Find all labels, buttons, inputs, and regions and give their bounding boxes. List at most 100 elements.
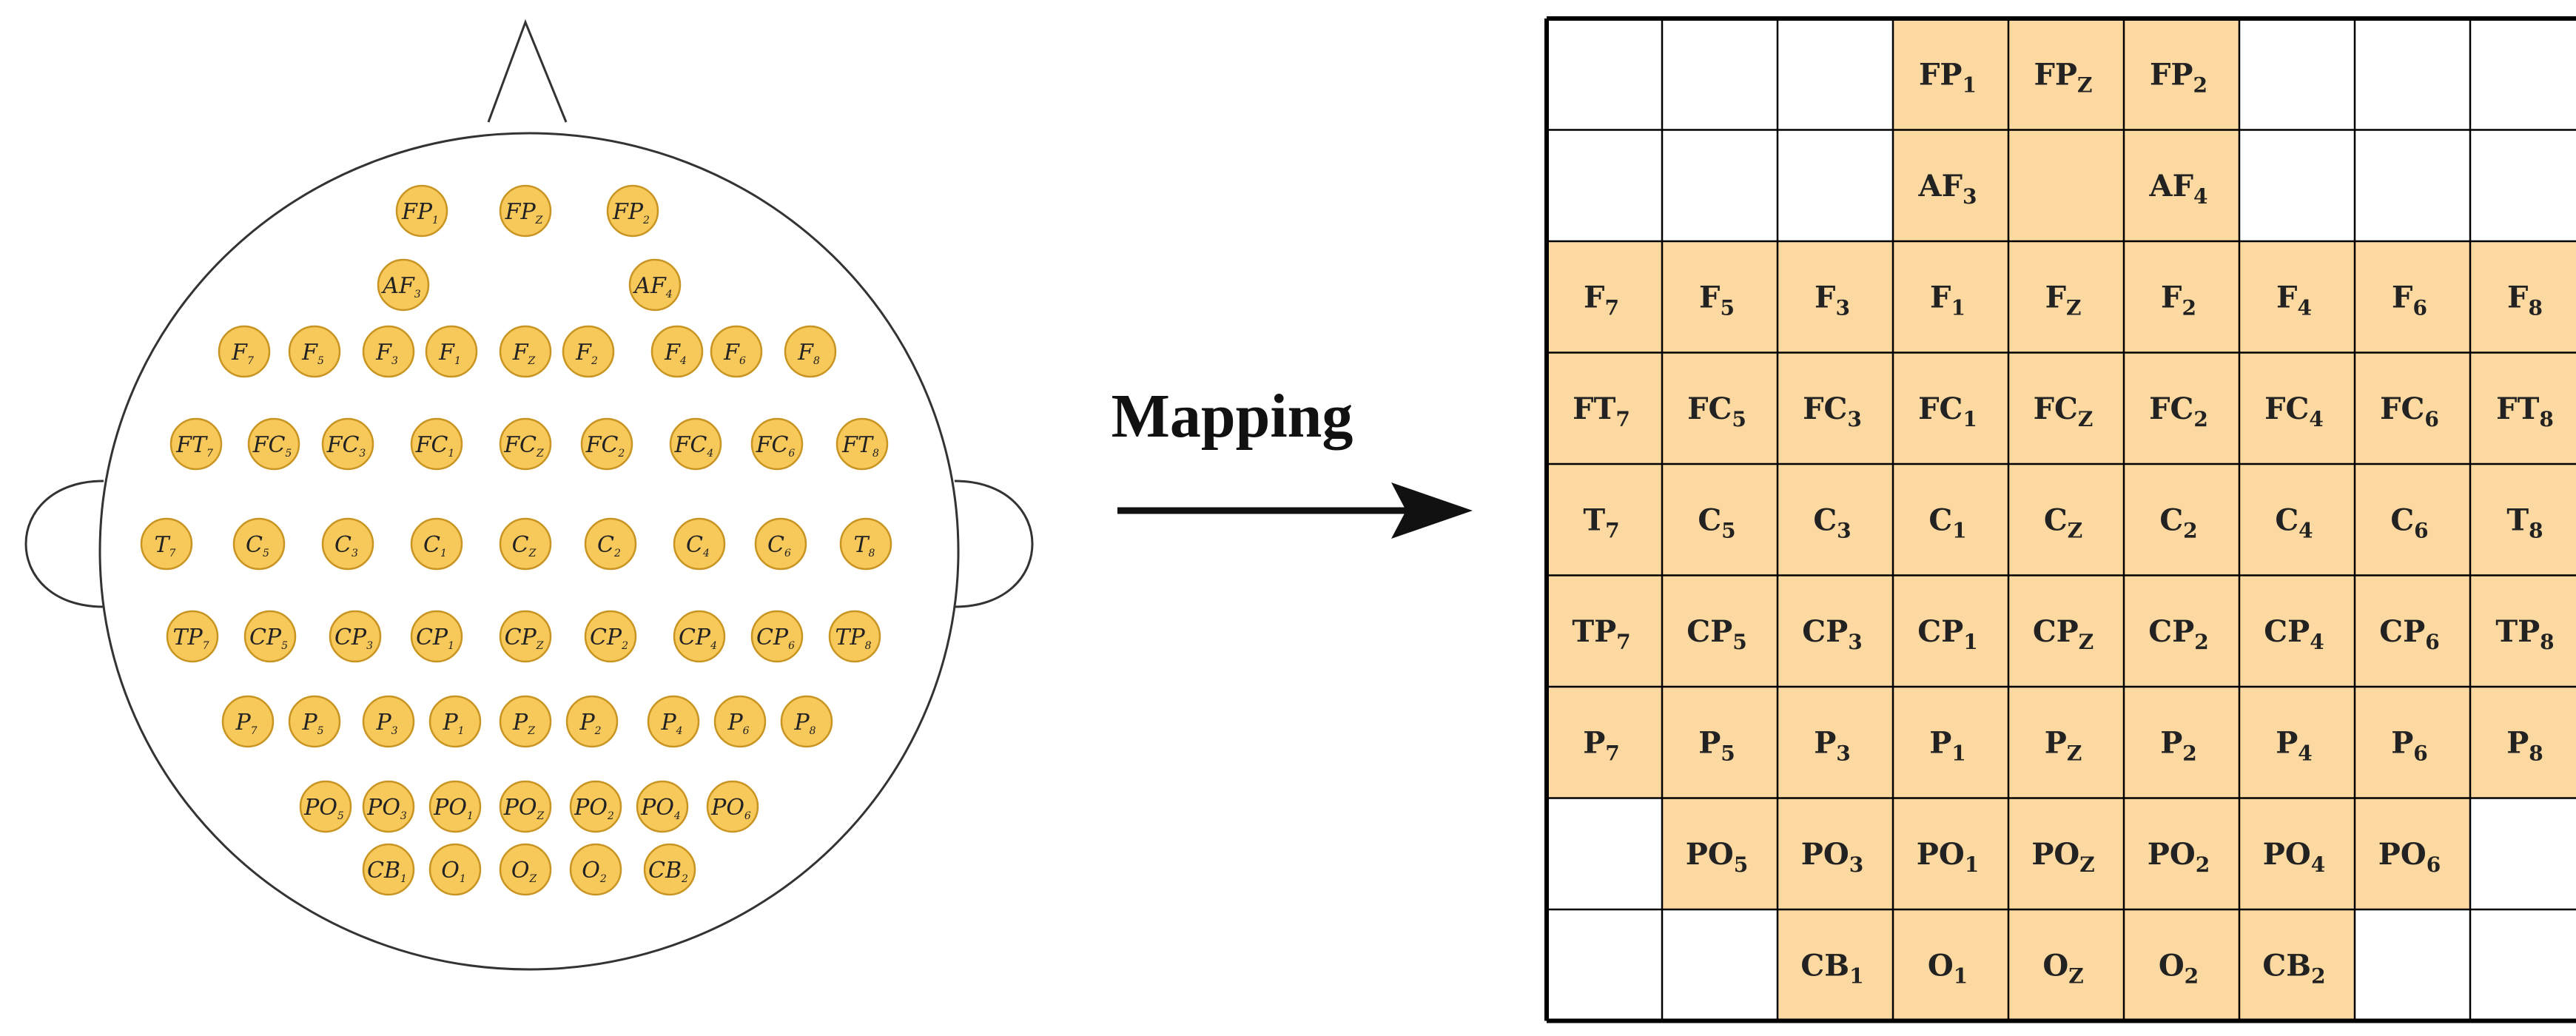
- grid-cell-fill: [1893, 909, 2008, 1021]
- grid-cell-label: T8: [2506, 502, 2543, 542]
- electrode: T8: [839, 517, 892, 571]
- grid-label-sub: 3: [1837, 518, 1851, 542]
- electrode-label-base: T: [155, 532, 171, 558]
- electrode-label-sub: Z: [527, 725, 535, 737]
- grid-label-sub: 8: [2529, 741, 2543, 765]
- electrode-label-base: C: [423, 532, 440, 558]
- electrode-marker: [580, 417, 633, 471]
- grid-label-base: F: [2161, 280, 2182, 314]
- electrode: PO2: [569, 780, 622, 833]
- electrode-label-base: P: [579, 710, 595, 736]
- electrode-marker: [828, 610, 881, 663]
- electrode-label-sub: Z: [528, 873, 537, 885]
- electrode: PO1: [428, 780, 482, 833]
- grid-label-sub: 2: [2185, 963, 2199, 988]
- grid-label-sub: Z: [2067, 741, 2082, 765]
- electrode-label-sub: 2: [613, 548, 621, 559]
- electrode-label-base: C: [597, 532, 614, 558]
- electrode: FC5: [247, 417, 300, 471]
- grid-label-sub: 8: [2540, 630, 2554, 654]
- grid-label-base: FP: [1919, 57, 1962, 92]
- grid-label-base: C: [1698, 502, 1721, 537]
- electrode-label: F4: [664, 340, 687, 367]
- grid-label-sub: 6: [2424, 407, 2438, 431]
- electrode: C1: [410, 517, 463, 571]
- electrode-label: P6: [727, 710, 749, 737]
- electrode-marker: [232, 517, 286, 571]
- grid-label-base: O: [2042, 948, 2068, 983]
- grid-cell-label: O2: [2159, 948, 2199, 988]
- electrode: P4: [647, 695, 700, 748]
- electrode: C3: [321, 517, 374, 571]
- electrode-marker: [499, 517, 552, 571]
- grid-label-base: TP: [2495, 614, 2540, 649]
- grid-label-base: P: [2391, 725, 2413, 760]
- grid-cell-fill: [2124, 130, 2239, 241]
- electrode-label: FPZ: [505, 199, 543, 226]
- electrode-label: CP6: [756, 625, 795, 652]
- electrode-label-sub: 1: [454, 355, 461, 367]
- grid-cell-fill: [1547, 352, 1662, 464]
- electrode-label-base: FT: [175, 432, 208, 458]
- electrode-label-base: AF: [380, 273, 415, 299]
- electrode-label-sub: 2: [681, 873, 688, 885]
- electrode-label: FP2: [612, 199, 650, 226]
- electrode-marker: [377, 258, 430, 312]
- electrode-label-sub: Z: [528, 355, 536, 367]
- electrode-label-base: C: [767, 532, 784, 558]
- grid-cell-label: FT8: [2496, 391, 2554, 431]
- grid-label-base: P: [1814, 725, 1836, 760]
- electrode-label: P7: [235, 710, 257, 737]
- grid-label-sub: Z: [2078, 407, 2093, 431]
- grid-label-base: O: [2159, 948, 2185, 983]
- electrode: TP8: [828, 610, 881, 663]
- grid-cell-label: T7: [1583, 502, 1619, 542]
- grid-label-sub: 7: [1604, 295, 1618, 320]
- grid-cell-label: C5: [1698, 502, 1735, 542]
- grid-label-base: PO: [1686, 837, 1734, 872]
- electrode-label: CP5: [249, 625, 288, 652]
- grid-cell-label: CP3: [1802, 614, 1862, 654]
- electrode-label-base: F: [301, 340, 318, 366]
- electrode-marker: [673, 517, 726, 571]
- electrode-label-sub: 7: [206, 448, 213, 460]
- grid-cell-fill: [1778, 575, 1893, 687]
- electrode: P2: [565, 695, 619, 748]
- electrode-label: O2: [582, 858, 607, 885]
- grid-label-sub: 2: [2182, 741, 2196, 765]
- grid-label-sub: 3: [1848, 630, 1862, 654]
- electrode-label-sub: 5: [337, 810, 344, 822]
- grid-cell-fill: [1778, 241, 1893, 353]
- grid-cell-label: PO2: [2148, 837, 2210, 877]
- grid-cell-fill: [1893, 798, 2008, 909]
- electrode-label: P4: [660, 710, 682, 737]
- grid-label-sub: 4: [2297, 295, 2311, 320]
- electrode: CZ: [499, 517, 552, 571]
- grid-label-base: C: [1928, 502, 1952, 537]
- electrode-label: P1: [442, 710, 464, 737]
- grid-cell-fill: [1662, 352, 1778, 464]
- electrode: F4: [650, 325, 704, 378]
- electrode: CPZ: [499, 610, 552, 663]
- electrode: C2: [584, 517, 637, 571]
- electrode-label: OZ: [511, 858, 537, 885]
- grid-label-base: PO: [2378, 837, 2427, 872]
- grid-cell-label: TP8: [2495, 614, 2554, 654]
- electrode-marker: [706, 780, 759, 833]
- electrode-label: FT7: [175, 432, 213, 460]
- electrode-marker: [410, 610, 463, 663]
- electrode-label: P8: [793, 710, 815, 737]
- grid-label-sub: 2: [2311, 963, 2325, 988]
- grid-label-base: CP: [1802, 614, 1848, 649]
- grid-label-base: P: [1698, 725, 1721, 760]
- grid-cell-fill: [1893, 687, 2008, 798]
- electrode-label-base: T: [854, 532, 870, 558]
- grid-label-sub: 8: [2539, 407, 2553, 431]
- grid-label-sub: 5: [1721, 741, 1735, 765]
- electrode-marker: [288, 695, 341, 748]
- electrode-label-sub: 3: [366, 640, 373, 652]
- grid-label-sub: 7: [1605, 518, 1619, 542]
- electrode-label: TP8: [835, 625, 871, 652]
